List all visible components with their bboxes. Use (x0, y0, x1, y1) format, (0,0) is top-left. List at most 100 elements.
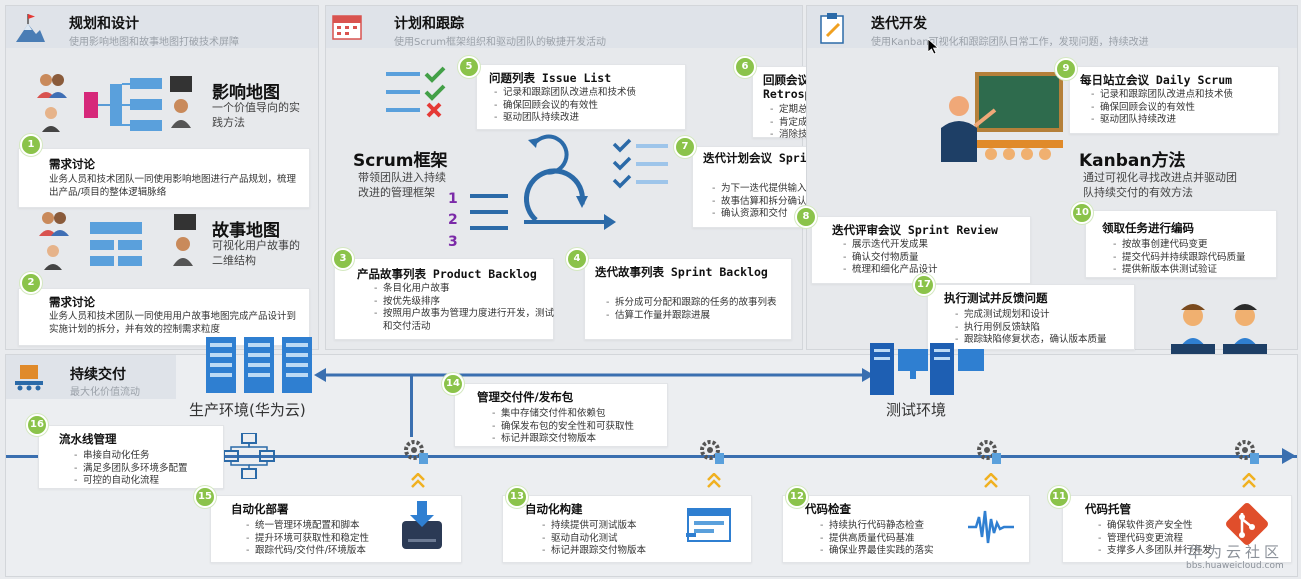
chevron-up-icon (1242, 473, 1256, 488)
watermark-brand: 华为云社区 (1188, 543, 1284, 561)
card-item: 提升环境可获取性和稳定性 (246, 533, 369, 546)
step-badge-4: 4 (566, 248, 588, 270)
iteration-subtitle: 使用Kanban可视化和跟踪团队日常工作，发现问题，持续改进 (871, 37, 1149, 48)
card-item: 按优先级排序 (374, 296, 555, 309)
clipboard-pencil-icon (820, 13, 844, 44)
pipeline-line (6, 455, 1297, 458)
scrum-step-1: 1 (448, 191, 458, 207)
testing-feedback-card: 执行测试并反馈问题 完成测试规划和设计 执行用例反馈缺陷 跟踪缺陷修复状态，确认… (927, 284, 1135, 350)
requirements-card-2: 需求讨论 业务人员和技术团队一同使用用户故事地图完成产品设计到实施计划的拆分，并… (18, 288, 310, 346)
conveyor-box-icon (15, 365, 43, 391)
card-item: 按照用户故事为管理力度进行开发，测试和交付活动 (374, 308, 555, 333)
sprint-backlog-card: 迭代故事列表 Sprint Backlog 拆分成可分配和跟踪的任务的故事列表 … (584, 258, 792, 340)
card-item: 按故事创建代码变更 (1113, 239, 1246, 252)
sprint-checklist-icon (612, 138, 668, 189)
card-items: 集中存储交付件和依赖包 确保发布包的安全性和可获取性 标记并跟踪交付物版本 (487, 408, 634, 446)
step-badge-12: 12 (786, 486, 808, 508)
card-title: 代码检查 (805, 502, 851, 516)
planning-panel: 规划和设计 使用影响地图和故事地图打破技术屏障 影响地图 一个价值导向的实践方法… (5, 5, 319, 350)
step-badge-14: 14 (442, 373, 464, 395)
iteration-title: 迭代开发 (871, 16, 927, 32)
card-title: 自动化构建 (525, 502, 583, 516)
card-items: 统一管理环境配置和脚本 提升环境可获取性和稳定性 跟踪代码/交付件/环境版本 (241, 520, 369, 558)
issue-list-card: 问题列表 Issue List 记录和跟踪团队改进点和技术债 确保回顾会议的有效… (476, 64, 686, 130)
card-items: 持续执行代码静态检查 提供高质量代码基准 确保业界最佳实践的落实 (815, 520, 934, 558)
card-text: 业务人员和技术团队一同使用用户故事地图完成产品设计到实施计划的拆分，并有效的控制… (49, 311, 297, 335)
pipeline-gear-icon (404, 440, 428, 464)
scrum-step-3: 3 (448, 234, 458, 250)
card-item: 执行用例反馈缺陷 (955, 322, 1107, 335)
card-item: 确保回顾会议的有效性 (494, 100, 636, 113)
card-item: 记录和跟踪团队改进点和技术债 (1091, 89, 1233, 102)
card-items: 按故事创建代码变更 提交代码并持续跟踪代码质量 提供新版本供测试验证 (1108, 239, 1246, 277)
pipeline-gear-icon (700, 440, 724, 464)
delivery-subtitle: 最大化价值流动 (70, 387, 140, 398)
scrum-step-2: 2 (448, 212, 458, 228)
card-item: 标记并跟踪交付物版本 (542, 545, 646, 558)
env-arrow-icon (314, 368, 874, 382)
card-item: 可控的自动化流程 (74, 475, 188, 488)
card-item: 统一管理环境配置和脚本 (246, 520, 369, 533)
iteration-panel: 迭代开发 使用Kanban可视化和跟踪团队日常工作，发现问题，持续改进 每日站立… (795, 5, 1298, 382)
step-badge-13: 13 (506, 486, 528, 508)
pipeline-gear-icon (1235, 440, 1259, 464)
step-badge-10: 10 (1071, 202, 1093, 224)
card-item: 标记并跟踪交付物版本 (492, 433, 634, 446)
card-title: 问题列表 Issue List (489, 71, 612, 85)
card-item: 确认交付物质量 (843, 252, 938, 265)
step-badge-15: 15 (194, 486, 216, 508)
sprint-review-card: 迭代评审会议 Sprint Review 展示迭代开发成果 确认交付物质量 梳理… (811, 216, 1031, 284)
card-title: 每日站立会议 Daily Scrum (1080, 73, 1233, 87)
git-logo-icon (1226, 503, 1268, 545)
card-item: 支撑多人多团队并行开发 (1098, 545, 1211, 558)
build-window-icon (686, 508, 731, 542)
pipeline-arrow-head-icon (1282, 448, 1296, 464)
tracking-subtitle: 使用Scrum框架组织和驱动团队的敏捷开发活动 (394, 37, 607, 48)
waveform-icon (968, 510, 1014, 544)
card-items: 为下一迭代提供输入 故事估算和拆分确认 确认资源和交付 (707, 183, 806, 221)
card-item: 驱动团队持续改进 (1091, 114, 1233, 127)
card-item: 集中存储交付件和依赖包 (492, 408, 634, 421)
card-title: 流水线管理 (59, 432, 117, 446)
card-text: 业务人员和技术团队一同使用影响地图进行产品规划，梳理出产品/项目的整体逻辑脉络 (49, 174, 297, 198)
chevron-up-icon (984, 473, 998, 488)
card-items: 记录和跟踪团队改进点和技术债 确保回顾会议的有效性 驱动团队持续改进 (489, 87, 636, 125)
kanban-method-title: Kanban方法 (1079, 151, 1186, 171)
card-title: 代码托管 (1085, 502, 1131, 516)
card-items: 确保软件资产安全性 管理代码变更流程 支撑多人多团队并行开发 (1093, 520, 1212, 558)
card-item: 完成测试规划和设计 (955, 309, 1107, 322)
scrum-framework-title: Scrum框架 (353, 151, 448, 171)
checklist-icon (386, 66, 446, 118)
step-badge-8: 8 (795, 206, 817, 228)
kanban-method-desc: 通过可视化寻找改进点并驱动团队持续交付的有效方法 (1083, 171, 1237, 199)
delivery-title: 持续交付 (70, 367, 126, 383)
pipeline-management-card: 流水线管理 串接自动化任务 满足多团队多环境多配置 可控的自动化流程 (38, 425, 224, 489)
planning-subtitle: 使用影响地图和故事地图打破技术屏障 (69, 37, 239, 48)
delivery-panel: 持续交付 最大化价值流动 生产环境(华为云) 测试环境 (5, 337, 1298, 577)
card-title: 迭代评审会议 Sprint Review (832, 223, 998, 237)
step-badge-6: 6 (734, 56, 756, 78)
scrum-framework-desc: 带领团队进入持续改进的管理框架 (358, 171, 446, 199)
step-badge-2: 2 (20, 272, 42, 294)
step-badge-1: 1 (20, 134, 42, 156)
impact-map-title: 影响地图 (212, 83, 280, 103)
card-item: 提供新版本供测试验证 (1113, 264, 1246, 277)
tracking-panel: 计划和跟踪 使用Scrum框架组织和驱动团队的敏捷开发活动 问题列表 Issue… (325, 5, 894, 350)
card-title: 需求讨论 (49, 157, 95, 171)
card-item: 记录和跟踪团队改进点和技术债 (494, 87, 636, 100)
card-items: 拆分成可分配和跟踪的任务的故事列表 估算工作量并跟踪进展 (601, 297, 785, 322)
card-item: 拆分成可分配和跟踪的任务的故事列表 (606, 297, 785, 310)
card-item: 持续执行代码静态检查 (820, 520, 934, 533)
test-servers-icon (870, 343, 984, 395)
card-item: 确保软件资产安全性 (1098, 520, 1212, 533)
artifact-management-card: 管理交付件/发布包 集中存储交付件和依赖包 确保发布包的安全性和可获取性 标记并… (454, 383, 668, 447)
card-item: 确保发布包的安全性和可获取性 (492, 421, 634, 434)
card-item: 估算工作量并跟踪进展 (606, 310, 785, 323)
step-badge-17: 17 (913, 274, 935, 296)
card-title: 管理交付件/发布包 (477, 390, 574, 404)
story-map-desc: 可视化用户故事的二维结构 (212, 239, 300, 267)
code-inspection-card: 代码检查 持续执行代码静态检查 提供高质量代码基准 确保业界最佳实践的落实 (782, 495, 1030, 563)
product-backlog-card: 产品故事列表 Product Backlog 条目化用户故事 按优先级排序 按照… (334, 258, 554, 340)
card-title: 执行测试并反馈问题 (944, 291, 1048, 305)
card-item: 故事估算和拆分确认 (712, 196, 806, 209)
